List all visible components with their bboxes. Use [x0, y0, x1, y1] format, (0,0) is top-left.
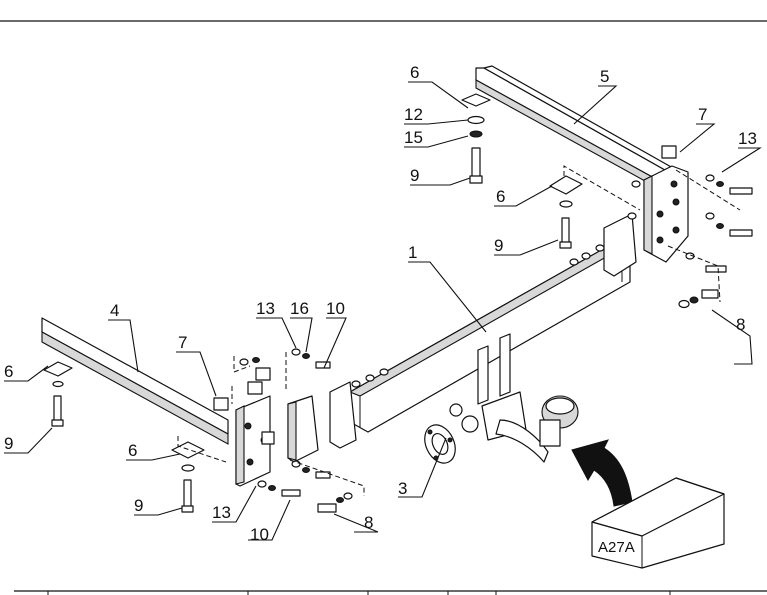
callout-16: 16: [290, 299, 309, 318]
callout-9-top: 9: [410, 166, 419, 185]
spacer-7-left: [213, 367, 271, 411]
callout-9-lower: 9: [134, 496, 143, 515]
callout-leaders: [4, 81, 762, 541]
callout-10-upper: 10: [326, 299, 345, 318]
callout-4: 4: [110, 301, 119, 320]
top-hardware-stack: [461, 93, 491, 184]
bottom-table-edge: [14, 590, 767, 595]
tow-ball-assembly: [449, 333, 579, 463]
plate-6-lower: [171, 441, 205, 513]
socket-plate: [424, 424, 456, 464]
plate-6-right: [549, 175, 583, 249]
right-side-rail: [475, 65, 674, 193]
callout-8-right: 8: [736, 315, 745, 334]
spacer-7-right: [661, 145, 677, 159]
callout-6-lower: 6: [128, 441, 137, 460]
callout-9-right: 9: [494, 236, 503, 255]
callout-7-left: 7: [178, 333, 187, 352]
alignment-dashes: [177, 165, 741, 496]
callout-3: 3: [398, 479, 407, 498]
callout-12: 12: [404, 105, 423, 124]
callout-6-left: 6: [4, 362, 13, 381]
install-arrow-icon: [571, 439, 633, 507]
callout-10-lower: 10: [250, 525, 269, 544]
left-bolt-set-lower: [257, 460, 353, 513]
callout-6-right: 6: [496, 187, 505, 206]
callout-1: 1: [408, 243, 417, 262]
callout-8-lower: 8: [364, 513, 373, 532]
callout-6-top: 6: [410, 63, 419, 82]
model-code-box: A27A: [591, 477, 725, 569]
beam-nuts: [351, 180, 641, 388]
callout-5: 5: [600, 67, 609, 86]
right-bolt-set: [678, 174, 753, 309]
model-code-label: A27A: [598, 539, 635, 556]
plate-6-left: [43, 361, 73, 427]
callout-9-left: 9: [4, 434, 13, 453]
main-cross-beam: [329, 213, 637, 449]
callout-13-lower: 13: [212, 503, 231, 522]
right-bracket-plate: [643, 165, 689, 263]
left-bolt-set-upper: [239, 348, 331, 369]
callout-13-upper: 13: [256, 299, 275, 318]
left-side-rail: [41, 317, 229, 445]
callout-7-right: 7: [698, 105, 707, 124]
left-bracket-plates: [235, 395, 319, 487]
callout-13-right: 13: [738, 129, 757, 148]
callout-15: 15: [404, 128, 423, 147]
